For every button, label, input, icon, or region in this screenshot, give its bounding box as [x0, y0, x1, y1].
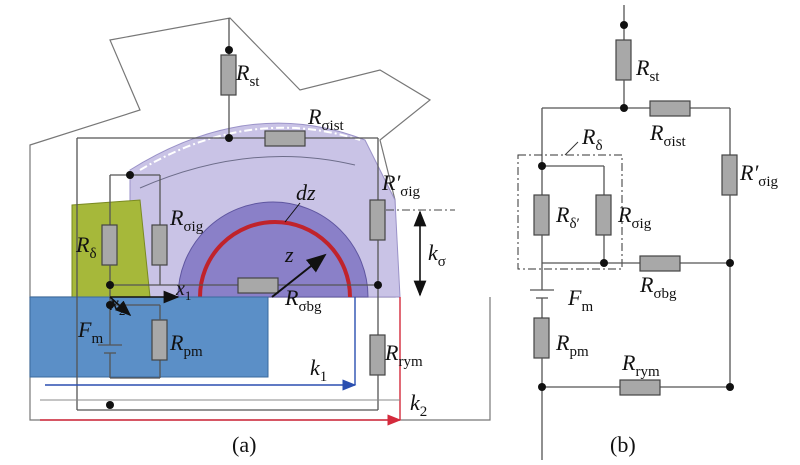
r-delta-group-box: [517, 154, 623, 270]
resistor-r-sigma-ig-prime-a: [369, 199, 386, 241]
label-r-sigma-ig-b: Rσig: [617, 202, 652, 232]
node-a-5: [374, 281, 382, 289]
node-b-4: [600, 259, 608, 267]
resistor-r-sigma-ig-prime-b: [721, 154, 738, 196]
panel-a-circuit: [76, 18, 386, 411]
label-r-sigma-ist-a: Rσist: [307, 104, 345, 134]
label-r-rym-b: Rrym: [621, 350, 660, 380]
resistor-r-sigma-bg-b: [639, 255, 681, 272]
label-r-sigma-ist-b: Rσist: [649, 120, 687, 150]
label-r-pm-a: Rpm: [169, 330, 203, 360]
resistor-r-pm-b: [533, 317, 550, 359]
resistor-r-delta-a: [101, 224, 118, 266]
z-arrow: [271, 253, 327, 298]
label-r-sigma-ig-prime-b: R′σig: [739, 160, 779, 190]
node-b-7: [726, 383, 734, 391]
label-k1: k1: [310, 355, 327, 385]
caption-b: (b): [610, 432, 636, 457]
label-r-delta-b: Rδ: [581, 124, 603, 154]
node-a-2: [225, 134, 233, 142]
panel-a: Rst Rσist R′σig Rσig Rδ Rσbg Rpm Rrym Fm…: [29, 17, 491, 457]
label-x2: x2: [109, 293, 125, 318]
node-b-6: [538, 383, 546, 391]
resistor-r-sigma-ist-b: [649, 100, 691, 117]
resistor-r-pm-a: [151, 319, 168, 361]
red-arc: [198, 220, 352, 298]
node-b-3: [538, 162, 546, 170]
resistor-r-sigma-ig-a: [151, 224, 168, 266]
resistor-r-rym-b: [619, 379, 661, 396]
label-z: z: [284, 242, 294, 267]
inner-semicircle: [177, 201, 369, 298]
label-r-rym-a: Rrym: [384, 340, 423, 370]
resistor-r-sigma-ig-b: [595, 194, 612, 236]
label-dz: dz: [296, 180, 316, 205]
node-a-3: [126, 171, 134, 179]
label-r-st-b: Rst: [635, 55, 660, 85]
node-a-4: [106, 281, 114, 289]
resistor-r-delta-prime-b: [533, 194, 550, 236]
label-r-st-a: Rst: [235, 60, 260, 90]
dash-dot-curve: [139, 126, 361, 171]
dz-pointer: [284, 202, 301, 223]
resistor-r-rym-a: [369, 334, 386, 376]
node-b-5: [726, 259, 734, 267]
node-a-7: [106, 401, 114, 409]
label-f-m-a: Fm: [77, 317, 103, 347]
dash-dot-curve-upper: [139, 155, 356, 189]
label-r-delta-a: Rδ: [75, 232, 97, 262]
label-x1: x1: [175, 278, 191, 303]
label-r-sigma-ig-prime-a: R′σig: [381, 170, 421, 200]
label-r-sigma-bg-a: Rσbg: [284, 285, 322, 315]
node-a-6: [106, 301, 114, 309]
node-b-1: [620, 21, 628, 29]
label-r-sigma-ig-a: Rσig: [169, 205, 204, 235]
label-r-sigma-bg-b: Rσbg: [639, 272, 677, 302]
resistor-r-st-a: [220, 54, 237, 96]
label-f-m-b: Fm: [567, 285, 593, 315]
label-r-delta-prime-b: Rδ′: [555, 202, 580, 232]
node-b-2: [620, 104, 628, 112]
r-delta-pointer: [564, 141, 579, 156]
x2-arrow: [109, 296, 132, 317]
resistor-r-st-b: [615, 39, 632, 81]
node-a-1: [225, 46, 233, 54]
magnet-block: [29, 296, 269, 378]
resistor-r-sigma-ist-a: [264, 130, 306, 147]
panel-b: Rst Rσist R′σig Rδ Rδ′ Rσig Rσbg Fm Rpm …: [517, 5, 779, 460]
caption-a: (a): [232, 432, 256, 457]
label-k-sigma: kσ: [428, 240, 446, 270]
label-r-pm-b: Rpm: [555, 330, 589, 360]
resistor-r-sigma-bg-a: [237, 277, 279, 294]
label-k2: k2: [410, 390, 427, 420]
